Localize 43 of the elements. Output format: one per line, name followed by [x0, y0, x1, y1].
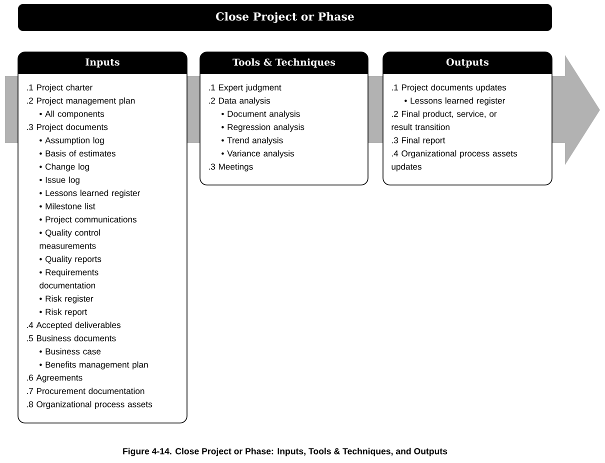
list-item: .4 Organizational process assets updates: [392, 150, 518, 172]
list-item: .3 Final report: [392, 137, 446, 146]
process-box: [382, 52, 552, 186]
box-heading: Tools & Techniques: [232, 58, 336, 68]
list-item: • Risk register: [40, 295, 94, 304]
list-item: • All components: [40, 110, 104, 119]
list-item: .4 Accepted deliverables: [27, 322, 121, 330]
process-box: [200, 52, 368, 186]
list-item: • Document analysis: [222, 110, 300, 119]
process-box: [18, 52, 188, 424]
list-item: • Issue log: [40, 176, 80, 185]
list-item: .1 Project charter: [27, 84, 92, 92]
list-item: .3 Project documents: [27, 124, 108, 132]
list-item: • Benefits management plan: [40, 361, 148, 370]
list-item: .2 Data analysis: [209, 97, 270, 106]
box-heading: Outputs: [446, 58, 489, 68]
list-item: .6 Agreements: [27, 374, 82, 382]
list-item: .7 Procurement documentation: [27, 388, 144, 394]
list-item: • Lessons learned register: [40, 190, 140, 198]
title: Close Project or Phase: [216, 12, 354, 23]
list-item: .2 Final product, service, or result transition: [392, 110, 497, 130]
list-item: • Requirements documentation: [40, 269, 98, 288]
list-item: .1 Project documents updates: [392, 84, 506, 92]
list-item: • Risk report: [40, 308, 88, 317]
list-item: • Business case: [40, 348, 101, 354]
list-item: • Variance analysis: [222, 150, 294, 158]
list-item: .8 Organizational process assets: [27, 401, 152, 409]
list-item: • Change log: [40, 163, 89, 172]
list-item: • Quality reports: [40, 256, 102, 264]
list-item: • Lessons learned register: [404, 97, 506, 106]
list-item: .5 Business documents: [27, 335, 116, 342]
figure-caption: Figure 4-14. Close Project or Phase: Inputs, Tools & Techniques, and Outputs: [123, 448, 448, 456]
list-item: .1 Expert judgment: [209, 84, 282, 92]
list-item: • Assumption log: [40, 137, 104, 146]
box-heading: Inputs: [86, 58, 120, 68]
list-item: • Quality control measurements: [40, 229, 100, 249]
list-item: .3 Meetings: [209, 163, 253, 172]
list-item: .2 Project management plan: [27, 97, 135, 106]
list-item: • Milestone list: [40, 203, 96, 210]
list-item: • Regression analysis: [222, 124, 304, 132]
list-item: • Trend analysis: [222, 137, 283, 146]
list-item: • Project communications: [40, 216, 137, 224]
list-item: • Basis of estimates: [40, 150, 116, 156]
